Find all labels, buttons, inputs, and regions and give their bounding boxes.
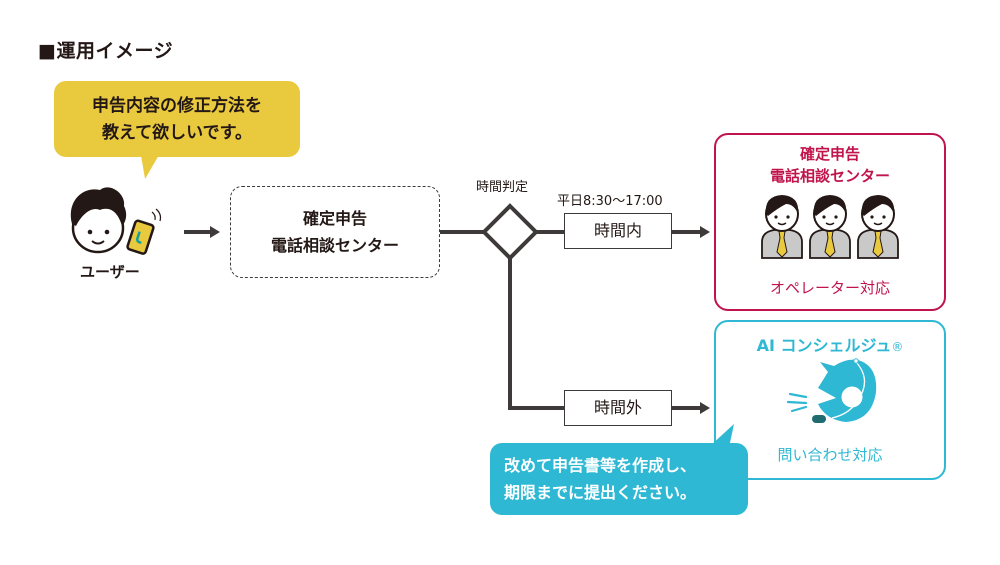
ai-concierge-icon	[786, 358, 877, 423]
operator-title-line-2: 電話相談センター	[769, 167, 890, 185]
operator-icon	[761, 195, 803, 259]
operator-icon	[809, 195, 851, 259]
question-line-1: 申告内容の修正方法を	[92, 96, 262, 116]
reply-line-2: 期限までに提出ください。	[504, 483, 697, 502]
decision-label: 時間判定	[476, 180, 529, 195]
ai-reply-bubble: 改めて申告書等を作成し、 期限までに提出ください。	[490, 443, 748, 515]
phone-center-box: 確定申告 電話相談センター	[230, 186, 440, 278]
user-question-bubble: 申告内容の修正方法を 教えて欲しいです。	[54, 81, 300, 179]
decision-diamond	[481, 203, 539, 261]
question-line-2: 教えて欲しいです。	[102, 123, 252, 143]
operator-card: 確定申告 電話相談センター オペレーター対応	[714, 133, 946, 311]
out-of-hours-box: 時間外	[564, 390, 672, 426]
operator-icon	[857, 195, 899, 259]
arrow-user-to-center	[184, 226, 220, 238]
page-title: ■運用イメージ	[38, 40, 174, 62]
operator-icons	[761, 195, 899, 259]
registered-mark: ®	[891, 340, 904, 354]
operator-title-line-1: 確定申告	[799, 145, 860, 163]
center-line-2: 電話相談センター	[270, 236, 399, 255]
business-hours-label: 平日8:30〜17:00	[557, 194, 663, 209]
arrow-to-operator	[672, 226, 710, 238]
ai-title-text: AI コンシェルジュ	[756, 336, 892, 355]
user-icon	[70, 187, 127, 254]
reply-line-1: 改めて申告書等を作成し、	[504, 456, 697, 475]
out-of-hours-line	[508, 258, 566, 410]
phone-icon	[126, 208, 162, 255]
ai-card-title: AI コンシェルジュ®	[716, 332, 944, 356]
operator-card-title: 確定申告 電話相談センター	[716, 143, 944, 187]
ai-card: AI コンシェルジュ® 問い合わせ対応	[714, 320, 946, 480]
arrow-to-ai	[672, 402, 710, 414]
in-hours-box: 時間内	[564, 213, 672, 249]
ai-caption: 問い合わせ対応	[777, 446, 883, 464]
user-label: ユーザー	[80, 263, 140, 281]
center-line-1: 確定申告	[302, 209, 367, 228]
operator-caption: オペレーター対応	[769, 279, 890, 297]
